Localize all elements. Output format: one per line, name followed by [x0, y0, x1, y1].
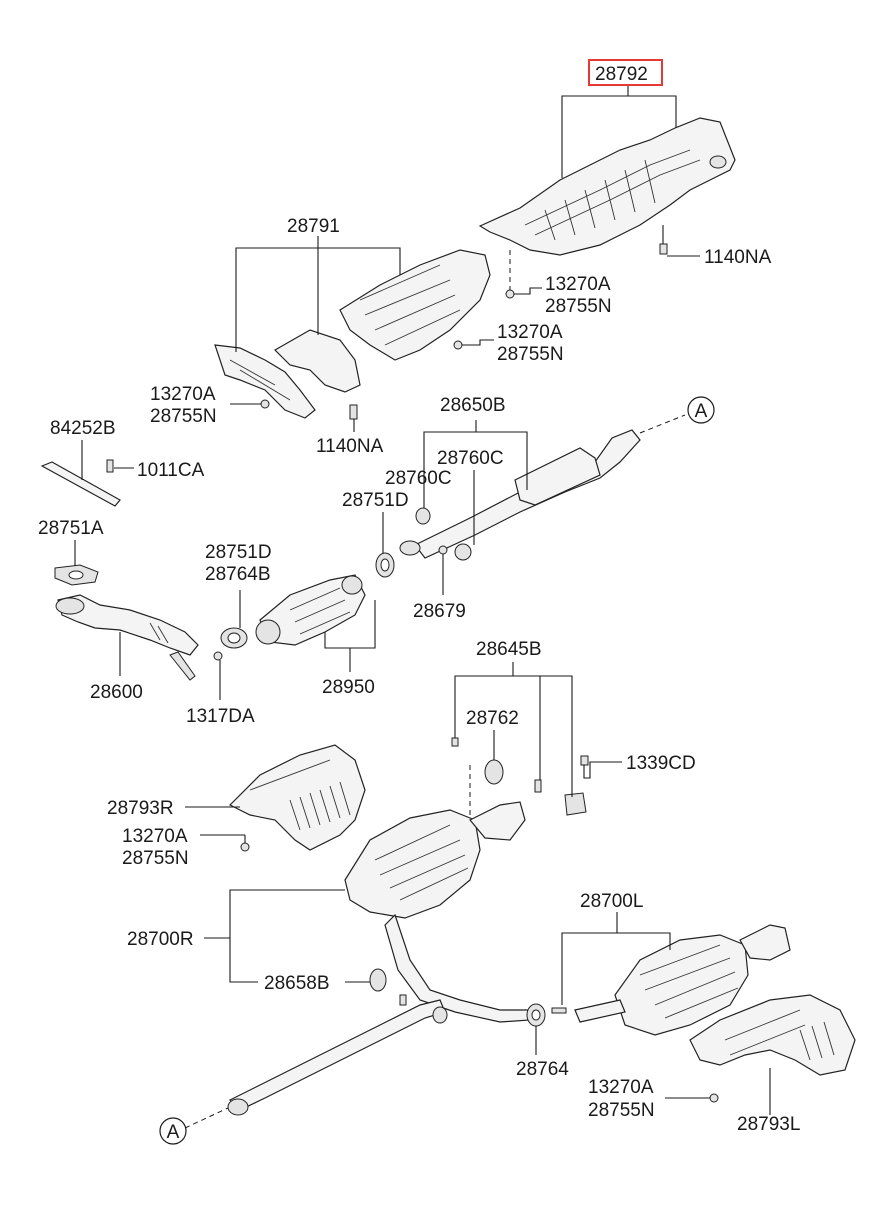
label-28764B[interactable]: 28764B: [205, 564, 271, 585]
label-84252B[interactable]: 84252B: [50, 418, 116, 439]
gasket-28764[interactable]: [526, 1003, 546, 1027]
connector-a-top-line: [639, 414, 686, 434]
hanger-rubber-28760C-b[interactable]: [454, 543, 472, 561]
label-28793L[interactable]: 28793L: [737, 1114, 800, 1135]
label-28751A[interactable]: 28751A: [38, 518, 104, 539]
label-28950[interactable]: 28950: [322, 677, 375, 698]
label-13270A-d[interactable]: 13270A: [122, 826, 188, 847]
connector-a-top[interactable]: A: [687, 396, 715, 424]
label-28764[interactable]: 28764: [516, 1059, 569, 1080]
hanger-bolt-28645B[interactable]: [451, 737, 459, 747]
label-1140NA-mid[interactable]: 1140NA: [316, 436, 384, 457]
hanger-rubber-28760C-a[interactable]: [415, 507, 431, 525]
label-28751D-a[interactable]: 28751D: [342, 490, 409, 511]
bolt-1140NA-mid[interactable]: [349, 404, 358, 420]
label-28792[interactable]: 28792: [595, 64, 648, 85]
intermediate-pipe[interactable]: [227, 994, 448, 1116]
label-28650B[interactable]: 28650B: [440, 395, 506, 416]
label-13270A-c[interactable]: 13270A: [150, 384, 216, 405]
label-28755N-d[interactable]: 28755N: [122, 848, 189, 869]
label-13270A-a[interactable]: 13270A: [545, 274, 611, 295]
heat-shield-28793R[interactable]: [228, 744, 366, 851]
heat-shield-28793L[interactable]: [689, 994, 856, 1076]
nut-28679[interactable]: [438, 545, 448, 555]
bolt-1140NA-top[interactable]: [659, 225, 668, 255]
label-28658B[interactable]: 28658B: [264, 973, 330, 994]
heat-shield-28791[interactable]: [214, 249, 491, 419]
label-28791[interactable]: 28791: [287, 216, 340, 237]
bolt-1011CA[interactable]: [106, 459, 114, 473]
catalytic-converter-28950[interactable]: [255, 574, 366, 646]
rear-muffler-28700L[interactable]: [574, 924, 791, 1036]
connector-a-bottom-line: [184, 1107, 229, 1129]
label-28751D-b[interactable]: 28751D: [205, 542, 272, 563]
nut-1339CD[interactable]: [580, 755, 589, 766]
nut-13270A-e[interactable]: [709, 1093, 719, 1103]
gasket-28751A[interactable]: [54, 564, 99, 586]
hanger-rubber-28658B[interactable]: [369, 968, 387, 992]
nut-13270A-d[interactable]: [240, 842, 250, 852]
nut-13270A-b[interactable]: [453, 340, 463, 350]
label-28760C-b[interactable]: 28760C: [385, 468, 452, 489]
front-pipe-28600[interactable]: [55, 594, 199, 681]
center-muffler-28650B[interactable]: [399, 429, 641, 559]
label-28762[interactable]: 28762: [466, 708, 519, 729]
label-28793R[interactable]: 28793R: [107, 798, 174, 819]
connector-a-bottom[interactable]: A: [159, 1117, 187, 1145]
label-28645B[interactable]: 28645B: [476, 639, 542, 660]
connector-a-bottom-label: A: [167, 1122, 180, 1143]
bolt-28764[interactable]: [551, 1007, 567, 1014]
label-28755N-a[interactable]: 28755N: [545, 296, 612, 317]
label-1317DA[interactable]: 1317DA: [186, 706, 255, 727]
nut-13270A-a[interactable]: [505, 250, 515, 299]
label-28755N-b[interactable]: 28755N: [497, 344, 564, 365]
label-28760C-a[interactable]: 28760C: [437, 448, 504, 469]
gasket-28751D-a[interactable]: [375, 552, 395, 578]
nut-1317DA[interactable]: [213, 651, 223, 661]
highlight-box-28792: [588, 59, 663, 86]
stud-28645B[interactable]: [534, 779, 542, 793]
label-28700L[interactable]: 28700L: [580, 891, 643, 912]
label-1011CA[interactable]: 1011CA: [137, 460, 205, 481]
leader-lines: [74, 86, 771, 1115]
label-28600[interactable]: 28600: [90, 682, 143, 703]
label-13270A-e[interactable]: 13270A: [588, 1077, 654, 1098]
label-28755N-e[interactable]: 28755N: [588, 1100, 655, 1121]
label-28700R[interactable]: 28700R: [127, 929, 194, 950]
label-13270A-b[interactable]: 13270A: [497, 322, 563, 343]
heat-shield-28792[interactable]: [478, 117, 736, 256]
label-1140NA-top[interactable]: 1140NA: [704, 247, 772, 268]
label-28755N-c[interactable]: 28755N: [150, 406, 217, 427]
label-28679[interactable]: 28679: [413, 601, 466, 622]
bracket-84252B[interactable]: [40, 461, 121, 507]
connector-a-top-label: A: [695, 401, 708, 422]
nut-13270A-c[interactable]: [260, 399, 270, 409]
hanger-rubber-28762[interactable]: [484, 759, 504, 785]
bracket-28645B[interactable]: [564, 792, 587, 816]
label-1339CD[interactable]: 1339CD: [626, 753, 696, 774]
gasket-28751D-b[interactable]: [220, 627, 248, 649]
